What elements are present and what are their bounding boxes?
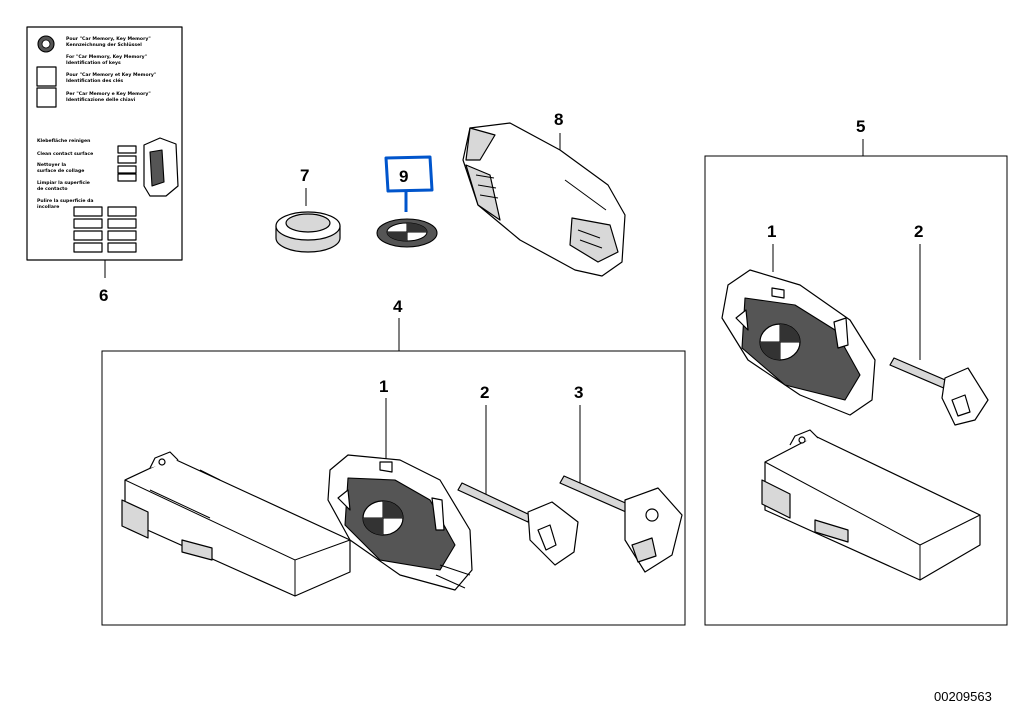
callout-2-kit4: 2 — [480, 383, 489, 402]
kit-5-key-fob[interactable] — [721, 269, 876, 416]
item-6-leaflet[interactable]: Pour "Car Memory, Key Memory" Kennzeichn… — [26, 26, 183, 261]
leaflet-line-15: Pulire la superficie da — [37, 198, 94, 204]
kit-4-control-unit[interactable] — [121, 451, 351, 597]
callout-1-kit5: 1 — [767, 222, 776, 241]
kit-4-key-fob[interactable] — [327, 454, 473, 591]
leaflet-line-7: Per "Car Memory e Key Memory" — [66, 91, 151, 97]
callout-3-kit4: 3 — [574, 383, 583, 402]
leaflet-line-16: incollare — [37, 204, 59, 210]
callout-2-kit5: 2 — [914, 222, 923, 241]
kit-4-mechanical-key[interactable] — [559, 475, 683, 573]
leaflet-line-5: Pour "Car Memory et Key Memory" — [66, 72, 156, 78]
kit-4-emergency-key[interactable] — [457, 482, 579, 566]
leaflet-line-2: Kennzeichnung der Schlüssel — [66, 42, 142, 48]
leaflet-line-4: Identification of keys — [66, 60, 121, 66]
leaflet-line-14: de contacto — [37, 186, 68, 192]
kit-5-frame — [704, 155, 1008, 626]
leaflet-checkbox — [36, 87, 57, 108]
leaflet-line-12: surface de collage — [37, 168, 84, 174]
kit-4-frame — [101, 350, 686, 626]
leaflet-line-8: Identificazione delle chiavi — [66, 97, 136, 103]
kit-5-emergency-key[interactable] — [889, 357, 989, 426]
callout-1-kit4: 1 — [379, 377, 388, 396]
leaflet-line-13: Limpiar la superficie — [37, 180, 90, 186]
callout-7: 7 — [300, 166, 309, 185]
leaflet-line-3: For "Car Memory, Key Memory" — [66, 54, 147, 60]
leaflet-line-10: Clean contact surface — [37, 151, 93, 157]
leaflet-checkbox — [36, 66, 57, 87]
callout-9: 9 — [399, 167, 408, 186]
highlight-box — [384, 155, 434, 193]
callout-6: 6 — [99, 286, 108, 305]
callout-5: 5 — [856, 117, 865, 136]
callout-8: 8 — [554, 110, 563, 129]
leaflet-line-1: Pour "Car Memory, Key Memory" — [66, 36, 151, 42]
leaflet-line-11: Nettoyer la — [37, 162, 66, 168]
diagram-code: 00209563 — [934, 689, 992, 704]
leaflet-line-6: Identification des clés — [66, 77, 123, 84]
item-7-battery[interactable] — [275, 211, 341, 253]
item-9-bmw-emblem[interactable] — [376, 218, 438, 248]
callout-4: 4 — [393, 297, 403, 316]
leaflet-line-9: Klebefläche reinigen — [37, 138, 90, 144]
kit-5-control-unit[interactable] — [761, 429, 981, 581]
item-8-key-housing[interactable] — [462, 122, 626, 277]
